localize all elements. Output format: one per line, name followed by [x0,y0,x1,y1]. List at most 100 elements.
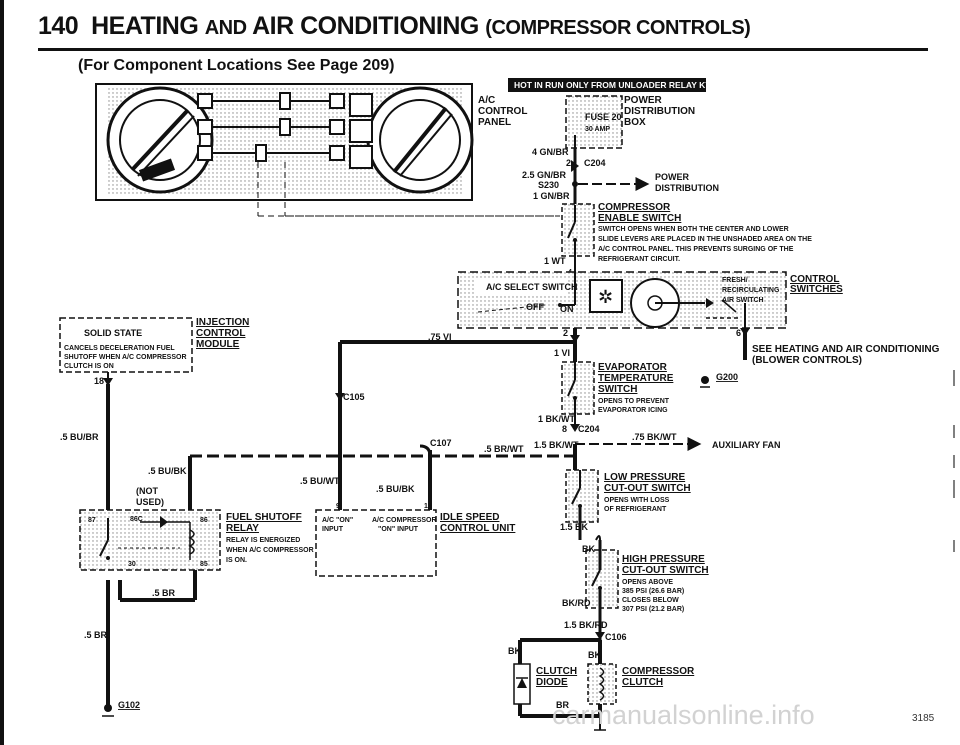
switch-off-label: OFF [526,302,544,312]
page-edge [0,0,4,745]
connector-c204: C204 [584,158,606,168]
wire-05br-b: .5 BR [84,630,108,640]
svg-text:✲: ✲ [598,287,613,308]
solid-state-label: SOLID STATE [84,328,142,338]
comp-enable-note1: SWITCH OPENS WHEN BOTH THE CENTER AND LO… [598,226,789,233]
splice-s230: S230 [538,180,559,190]
title-compressor-controls: (COMPRESSOR CONTROLS) [485,17,751,39]
ac-select-switch-label: A/C SELECT SWITCH [486,282,578,292]
fuel-relay-note1: RELAY IS ENERGIZED [226,537,300,544]
not-used-2: USED) [136,497,164,507]
banner-text: HOT IN RUN ONLY FROM UNLOADER RELAY K7 [514,80,710,90]
idle-speed-control-unit [315,509,437,577]
fuse-amp-label: 30 AMP [585,126,610,133]
relay-pin-30: 30 [128,561,136,568]
wire-075vi: .75 VI [428,332,452,342]
power-dist-label-distribution: DISTRIBUTION [624,106,695,117]
control-switches-label2: SWITCHES [790,284,843,295]
high-pressure-note4: 307 PSI (21.2 BAR) [622,606,684,613]
wire-1bkwt: 1 BK/WT [538,414,576,424]
wire-15bkrd: 1.5 BK/RD [564,620,608,630]
evap-note2: EVAPORATOR ICING [598,407,668,414]
connector-c105: C105 [343,392,365,402]
wire-br-bottom: BR [556,700,569,710]
low-pressure-title1: LOW PRESSURE [604,472,685,483]
bk-label-hp: BK [582,544,595,554]
injection-control-module [59,317,193,380]
fresh-label: FRESH/ [722,277,748,284]
wire-1vi: 1 VI [554,348,570,358]
idle-pin-9: 9 [336,503,340,510]
wire-bkrd: BK/RD [562,598,591,608]
low-pressure-title2: CUT-OUT SWITCH [604,483,691,494]
switch-on-label: ON [560,304,574,314]
panel-label-control: CONTROL [478,106,527,117]
ac-control-panel [95,83,560,217]
comp-enable-title2: ENABLE SWITCH [598,213,681,224]
compressor-enable-switch [561,203,595,272]
comp-enable-note2: SLIDE LEVERS ARE PLACED IN THE UNSHADED … [598,236,812,243]
ground-g102-icon [102,704,114,717]
connector-c204-b: C204 [578,424,600,434]
watermark: carmanualsonline.info [552,700,815,730]
clutch-diode [513,663,531,705]
page-number: 3185 [912,713,935,724]
compressor-clutch-label2: CLUTCH [622,677,663,688]
evap-title3: SWITCH [598,384,637,395]
injection-label2: CONTROL [196,328,245,339]
clutch-diode-label1: CLUTCH [536,666,577,677]
wire-05bubr: .5 BU/BR [60,432,99,442]
wire-05buwt: .5 BU/WT [300,476,340,486]
pin-18: 18 [94,376,104,386]
high-pressure-note1: OPENS ABOVE [622,579,673,586]
pin-2-ctrl: 2 [563,328,568,338]
title-and: AND [204,17,247,39]
idle-label2: CONTROL UNIT [440,523,515,534]
fuel-relay-title1: FUEL SHUTOFF [226,512,302,523]
pin-6-ctrl: 6 [736,328,741,338]
ground-g200-icon [701,376,709,384]
page-title: 140 HEATING AND AIR CONDITIONING (COMPRE… [38,12,751,41]
wire-1wt: 1 WT [544,256,566,266]
comp-enable-note4: REFRIGERANT CIRCUIT. [598,256,680,263]
clutch-diode-label2: DIODE [536,677,568,688]
fuse-box [565,95,623,150]
compressor-clutch-label1: COMPRESSOR [622,666,695,677]
fuel-relay-note3: IS ON. [226,557,247,564]
low-pressure-note2: OF REFRIGERANT [604,506,667,513]
panel-label-ac: A/C [478,95,495,106]
high-pressure-note3: CLOSES BELOW [622,597,679,604]
wire-05br-a: .5 BR [152,588,176,598]
hot-in-run-banner [508,78,706,92]
connector-c106: C106 [605,632,627,642]
compressor-clutch [587,663,617,705]
high-pressure-note2: 385 PSI (26.6 BAR) [622,588,684,595]
high-pressure-cutout-switch [585,535,619,640]
wire-1gnbr: 1 GN/BR [533,191,570,201]
control-switches-box: ✲ [457,271,787,329]
see-note-line2: (BLOWER CONTROLS) [752,355,862,366]
wire-075bkwt: .75 BK/WT [632,432,677,442]
page-subtitle: (For Component Locations See Page 209) [78,57,395,74]
evap-title1: EVAPORATOR [598,362,668,373]
wire-15bk: 1.5 BK [560,522,589,532]
idle-label1: IDLE SPEED [440,512,499,523]
comp-enable-note3: A/C CONTROL PANEL. THIS PREVENTS SURGING… [598,246,794,253]
evaporator-temperature-switch [561,361,595,430]
title-heating: HEATING [91,12,199,40]
power-dist-label-power: POWER [624,95,663,106]
evap-note1: OPENS TO PREVENT [598,398,670,405]
relay-pin-86: 86 [200,517,208,524]
page-number-label: 140 [38,12,79,40]
ground-g102-label: G102 [118,700,140,710]
idle-pin-11: 11 [424,503,432,510]
air-switch-label: AIR SWITCH [722,297,764,304]
fuel-relay-title2: RELAY [226,523,259,534]
bk-right: BK [588,650,601,660]
not-used-1: (NOT [136,486,158,496]
wire-05bubk-b: .5 BU/BK [376,484,415,494]
power-dist-label-box: BOX [624,117,646,128]
connector-c107: C107 [430,438,452,448]
wire-05bubk-a: .5 BU/BK [148,466,187,476]
ac-on-input-1: A/C "ON" [322,517,353,524]
